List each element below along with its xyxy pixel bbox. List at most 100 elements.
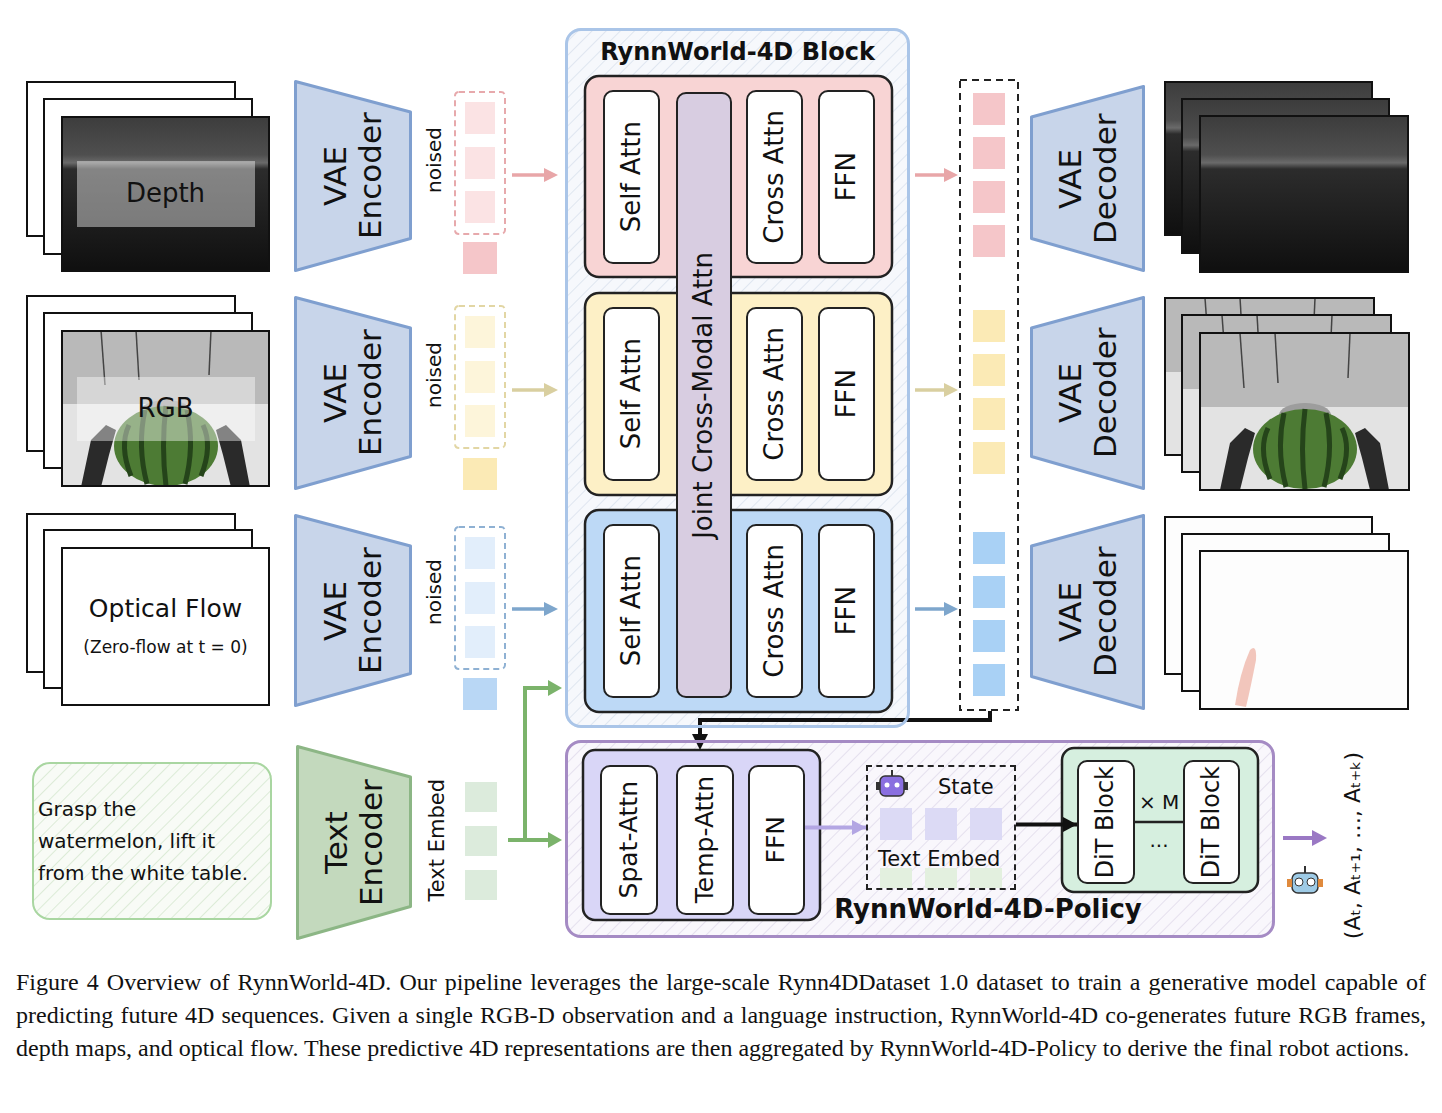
output-flow-frames — [1165, 517, 1408, 709]
text-embed-arrow — [508, 688, 550, 840]
input-token-box: StateText Embed — [866, 765, 1016, 890]
embed-label: Text Embed — [425, 779, 449, 901]
node-label: DiT Block — [1092, 766, 1120, 878]
input-depth-frames — [61, 116, 270, 272]
node-label: Cross Attn — [760, 327, 790, 461]
latent-arrow — [944, 383, 958, 397]
text-embed-tokens — [465, 826, 497, 856]
noised-latent-tokens — [455, 92, 505, 710]
policy-background — [565, 740, 1275, 938]
text-embed-arrow — [548, 832, 562, 848]
action-arrow — [1312, 830, 1327, 846]
feature-arrow — [700, 711, 990, 736]
robot-icon — [1318, 879, 1323, 887]
action-arrow — [1283, 836, 1314, 840]
text-embed-arrow — [508, 680, 562, 848]
block-background — [565, 28, 910, 728]
latent-arrow — [544, 602, 558, 616]
output-flow-frames — [1200, 551, 1408, 709]
layer-box: Cross Attn — [746, 307, 803, 481]
input-depth-frames — [27, 82, 270, 272]
node-label: VAE Encoder — [318, 536, 387, 686]
input-flow-frames — [61, 547, 270, 706]
image-frame: RGB — [61, 330, 270, 487]
latent-arrow — [544, 383, 558, 397]
latent-arrow — [512, 168, 958, 616]
latent-arrow — [915, 388, 946, 392]
noise-label: noised — [423, 342, 446, 408]
layer-box: FFN — [818, 90, 875, 264]
encoder-trapezoid-outline — [296, 298, 411, 489]
noised-latent-tokens — [455, 527, 505, 669]
noised-latent-tokens — [463, 458, 497, 490]
output-rgb-frames — [1165, 298, 1409, 490]
arrow-connector — [1016, 817, 1077, 832]
output-latent-column — [973, 354, 1005, 386]
node-label: FFN — [832, 586, 862, 635]
image-frame: Depth — [61, 116, 270, 272]
node-label: VAE Encoder — [318, 101, 387, 251]
text-embed-tokens — [465, 870, 497, 900]
layer-box: Spat-Attn — [600, 765, 658, 915]
encoder-trapezoid-outline — [296, 516, 411, 706]
image-frame: Optical Flow(Zero-flow at t = 0) — [61, 547, 270, 706]
node-label: DiT Block — [1198, 766, 1226, 878]
output-depth-frames — [1200, 116, 1408, 272]
noised-latent-tokens — [463, 242, 497, 274]
instruction-background — [32, 762, 272, 920]
robot-icon — [904, 782, 908, 790]
layer-box: Self Attn — [603, 307, 660, 481]
robot-icon — [895, 783, 900, 788]
node-label: Joint Cross-Modal Attn — [689, 252, 719, 539]
node-label: RynnWorld-4D-Policy — [808, 895, 1168, 925]
decoder-trapezoid-outline — [1032, 298, 1144, 489]
arrow-head — [1063, 817, 1077, 832]
action-sequence: (Aₜ, Aₜ₊₁, …, Aₜ₊ₖ) — [1340, 752, 1365, 939]
robot-icon — [885, 783, 890, 788]
node-label: Grasp the watermelon, lift it from the w… — [38, 793, 256, 889]
output-rgb-frames — [1200, 333, 1409, 490]
output-flow-frames — [1235, 648, 1256, 707]
node-label: FFN — [762, 816, 791, 863]
latent-arrow — [944, 168, 958, 182]
noised-latent-tokens — [463, 678, 497, 710]
policy-band — [583, 750, 820, 920]
layer-box: FFN — [818, 524, 875, 698]
output-latent-column — [973, 225, 1005, 257]
latent-arrow — [544, 168, 558, 182]
node-label: Optical Flow — [89, 595, 242, 624]
input-rgb-frames — [61, 330, 270, 487]
node-label: State — [938, 775, 994, 799]
node-label: RGB — [77, 377, 255, 441]
robot-icon — [880, 776, 904, 796]
encoder-trapezoid: VAE Encoder — [294, 514, 412, 707]
text-embed-tokens — [465, 782, 497, 812]
node-label: FFN — [832, 369, 862, 418]
joint-attn-box: Joint Cross-Modal Attn — [676, 92, 732, 698]
output-latent-column — [973, 620, 1005, 652]
layer-box: Self Attn — [603, 524, 660, 698]
arrow-head — [852, 820, 866, 835]
noise-label: noised — [423, 559, 446, 625]
node-label: VAE Encoder — [318, 318, 387, 468]
node-label: Depth — [77, 161, 255, 227]
connector-line — [1135, 821, 1183, 824]
noised-latent-tokens — [465, 191, 495, 223]
layer-box: FFN — [748, 765, 805, 915]
output-latent-column — [973, 310, 1005, 342]
robot-icon — [876, 782, 880, 790]
noised-latent-tokens — [455, 306, 505, 448]
noised-latent-tokens — [465, 626, 495, 658]
input-rgb-frames — [27, 296, 270, 487]
node-label: Cross Attn — [760, 110, 790, 244]
node-sublabel: Text Embed — [878, 847, 1000, 871]
dit-block: DiT Block — [1077, 760, 1135, 884]
node-label: FFN — [832, 152, 862, 201]
modality-band — [585, 293, 892, 495]
latent-arrow — [512, 173, 546, 177]
latent-arrow — [512, 607, 546, 611]
noised-latent-tokens — [465, 405, 495, 437]
layer-box: FFN — [818, 307, 875, 481]
edge-label: × M — [1139, 791, 1179, 814]
block-container: RynnWorld-4D BlockSelf AttnCross AttnFFN… — [565, 28, 910, 728]
